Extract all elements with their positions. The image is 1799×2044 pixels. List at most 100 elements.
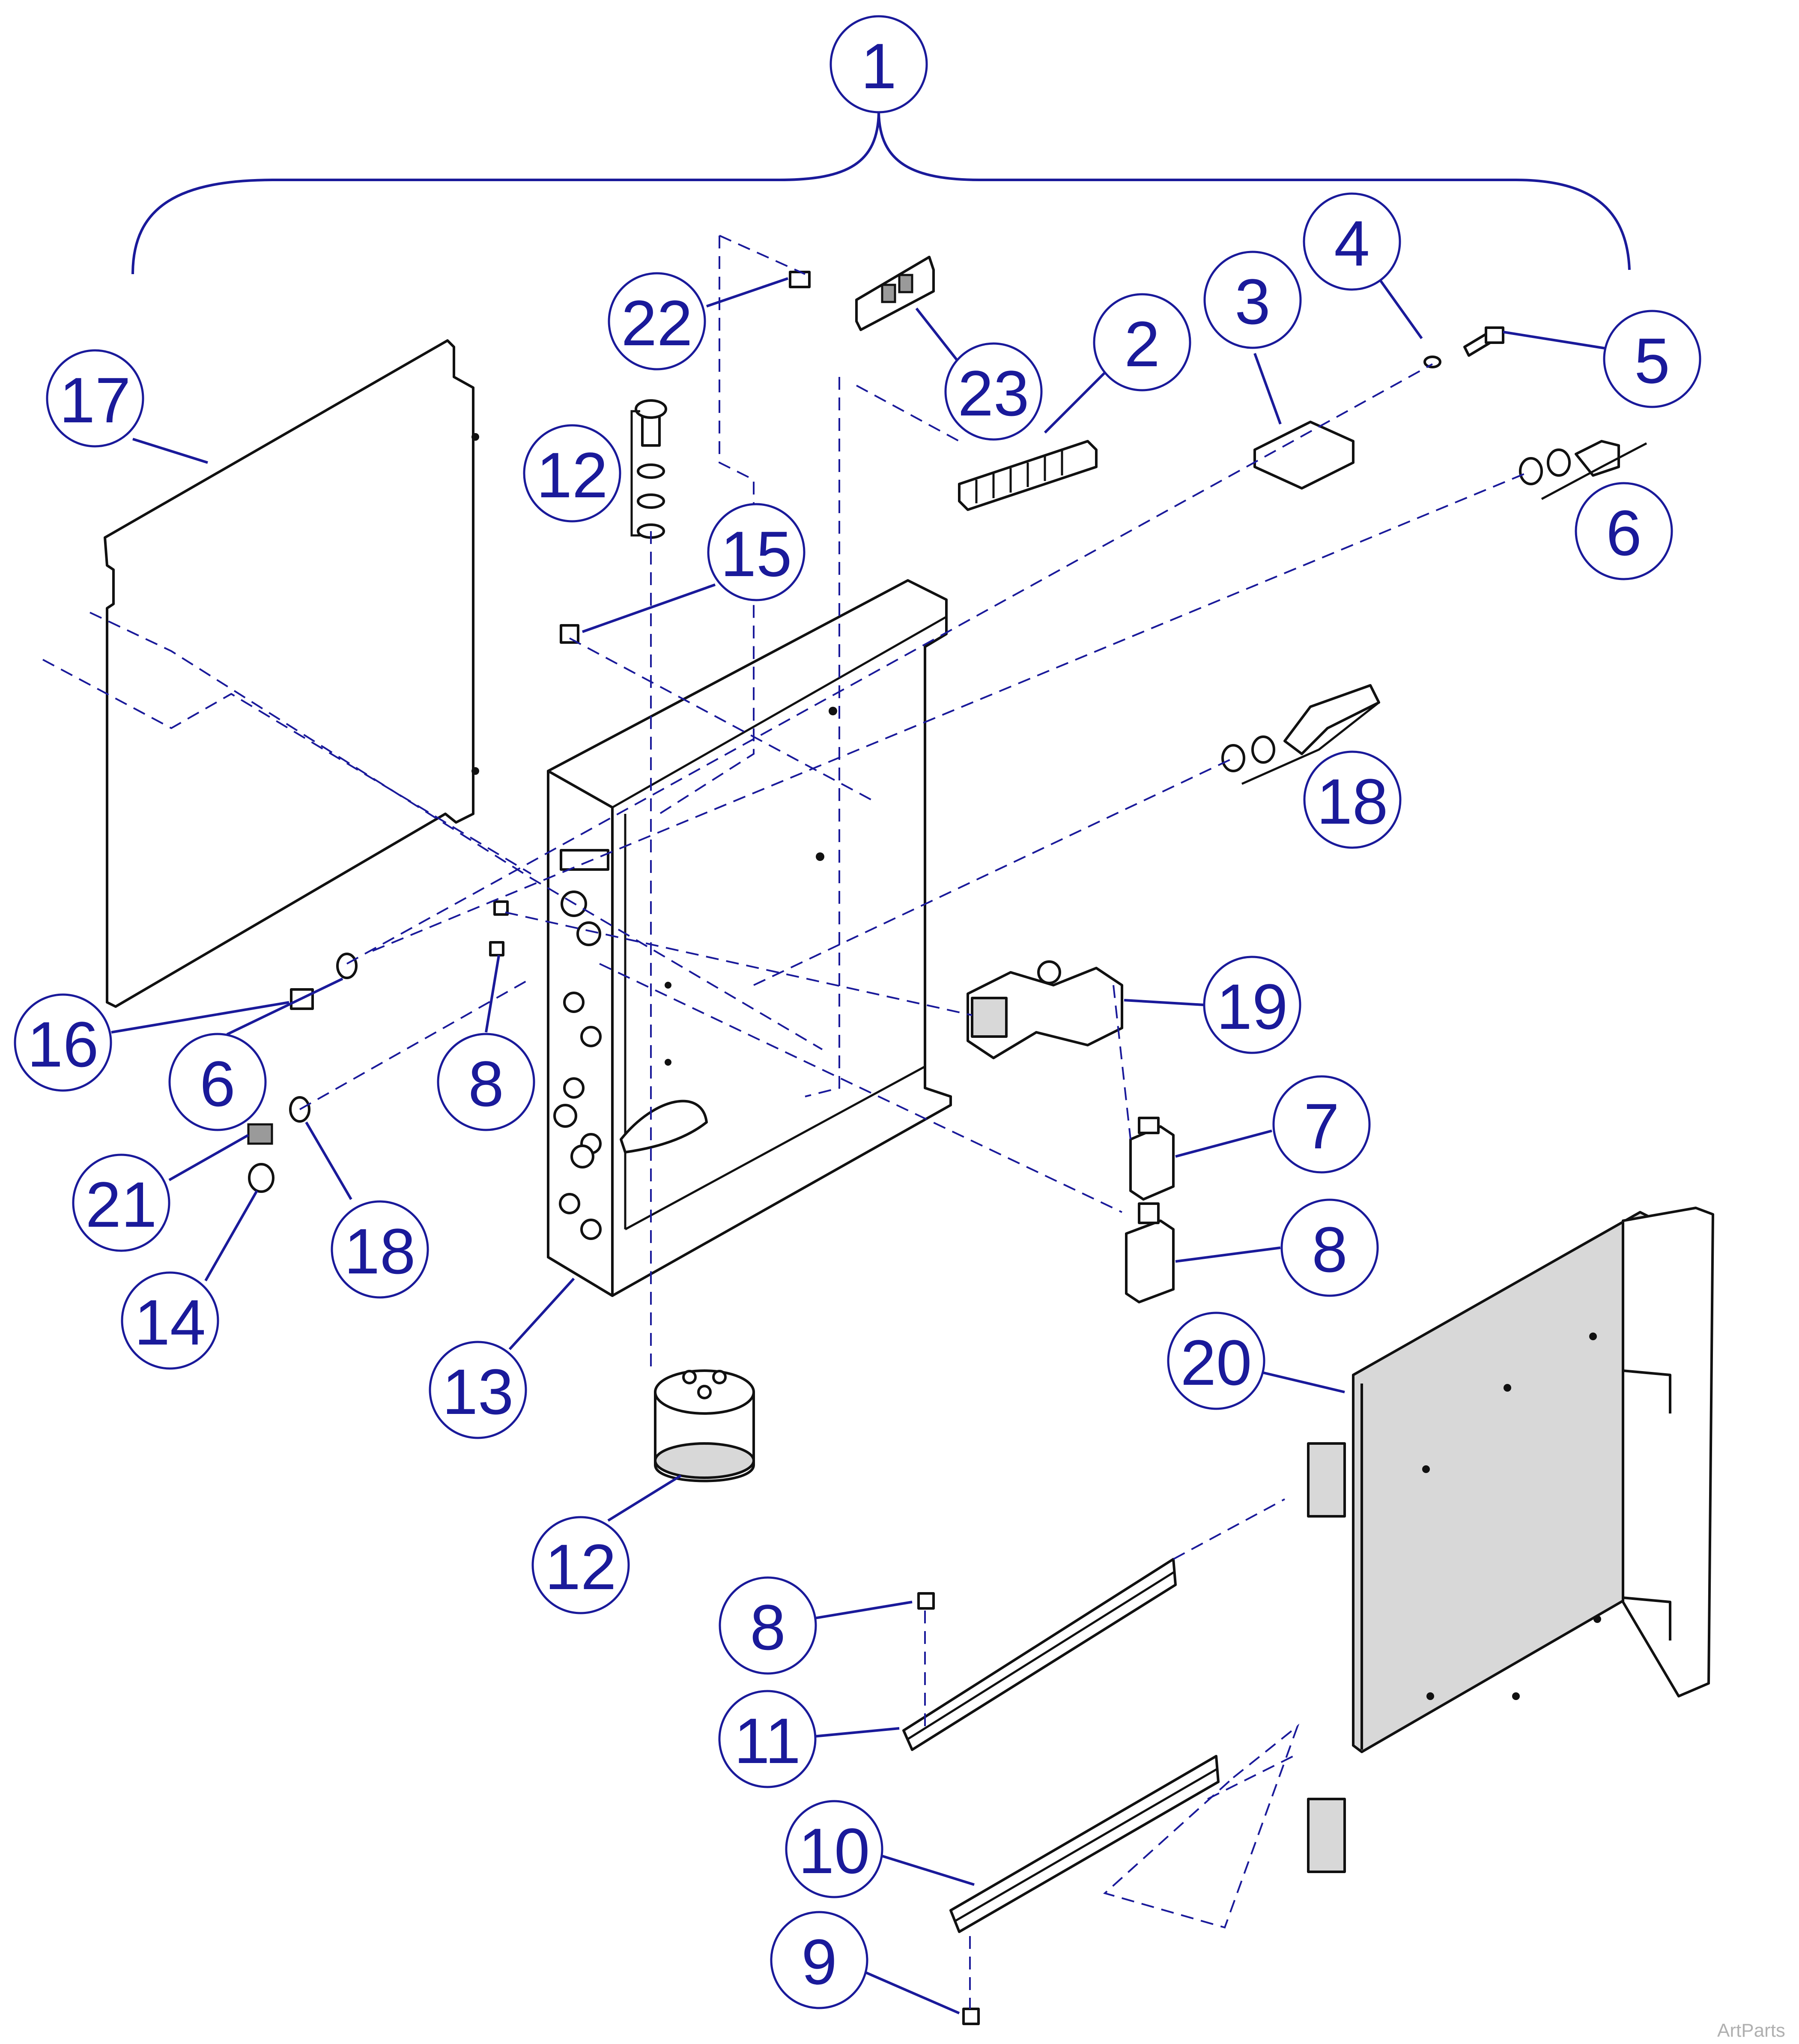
balloon-label: 11 [734,1705,801,1777]
assembly-brace [131,112,1631,275]
balloon-label: 20 [1181,1327,1252,1399]
switch-3 [1253,421,1354,490]
balloon-18: 18 [1303,750,1402,849]
balloon-circle [1272,1075,1371,1174]
screw-8c [917,1592,935,1610]
balloon-label: 12 [537,439,608,511]
balloon-22: 22 [608,272,706,371]
canister-12 [654,1369,755,1482]
balloon-circle [1280,1198,1379,1297]
slide-rail-11 [902,1558,1177,1751]
balloon-circle [331,1200,429,1299]
washer-6 [336,953,358,979]
balloon-11: 11 [718,1690,817,1788]
balloon-20: 20 [1167,1312,1265,1410]
balloon-circle [1303,750,1402,849]
balloon-circle [1575,482,1673,580]
assembly-lines [42,235,1531,2009]
bushing-21 [247,1123,273,1145]
balloon-7: 7 [1272,1075,1371,1174]
balloon-circle [944,342,1043,441]
artparts-watermark: ArtParts [1717,2020,1785,2041]
balloon-label: 6 [1606,497,1641,569]
balloon-label: 8 [1312,1213,1347,1285]
balloon-3: 3 [1203,251,1302,349]
screw-stack-12 [635,399,667,539]
balloon-label: 7 [1304,1090,1339,1162]
slide-rail-10 [949,1755,1220,1933]
balloon-circle [707,503,806,601]
bracket-6-top [1541,442,1647,500]
valve-stem-6 [1519,440,1620,485]
balloon-circle [1603,310,1701,408]
valve-assembly-19 [967,960,1123,1059]
balloon-18: 18 [331,1200,429,1299]
balloon-label: 8 [468,1048,504,1120]
balloon-circle [608,272,706,371]
balloon-circle [770,1911,868,2009]
balloon-label: 3 [1235,266,1270,338]
chassis-13 [547,579,952,1297]
balloon-13: 13 [429,1341,527,1439]
door-panel-20 [1307,1207,1714,1873]
balloon-label: 2 [1124,308,1160,380]
balloon-6: 6 [1575,482,1673,580]
terminal-strip-2 [958,440,1098,511]
balloon-label: 18 [1317,765,1388,837]
balloon-8: 8 [437,1033,535,1131]
balloon-10: 10 [785,1800,883,1898]
balloon-circle [121,1271,219,1370]
balloon-19: 19 [1203,956,1301,1054]
balloon-6: 6 [168,1033,267,1131]
valve-stem-18 [1221,684,1380,772]
balloon-12: 12 [523,424,621,523]
balloon-12: 12 [531,1516,630,1614]
balloon-circle [531,1516,630,1614]
screw-15 [560,624,579,644]
balloon-label: 9 [801,1926,837,1998]
balloon-label: 16 [27,1008,99,1080]
balloon-circle [718,1690,817,1788]
balloon-circle [1303,192,1401,291]
balloon-circle [1093,293,1191,391]
balloon-label: 1 [861,30,896,102]
balloon-label: 6 [200,1048,235,1120]
balloon-label: 12 [545,1531,617,1603]
side-panel-17 [104,339,479,1008]
balloon-label: 17 [60,364,131,436]
balloon-label: 4 [1334,207,1369,279]
balloon-circle [785,1800,883,1898]
balloon-8: 8 [1280,1198,1379,1297]
leader-lines [111,277,1611,2014]
balloon-16: 16 [14,993,112,1092]
balloon-circle [523,424,621,523]
balloon-15: 15 [707,503,806,601]
clip-22 [789,271,811,288]
balloon-label: 23 [958,357,1029,429]
manifold-block-7 [1129,1117,1175,1201]
balloon-label: 14 [134,1286,206,1358]
balloon-label: 19 [1217,971,1288,1043]
balloon-23: 23 [944,342,1043,441]
screw-9 [962,2008,980,2025]
balloon-label: 8 [750,1591,785,1663]
bracket-12 [630,410,640,537]
bracket-18-right [1241,702,1380,785]
balloon-label: 22 [621,287,693,359]
balloon-circle [719,1576,817,1675]
balloon-14: 14 [121,1271,219,1370]
balloon-label: 13 [442,1356,514,1428]
balloon-circle [72,1153,170,1252]
balloon-label: 5 [1634,325,1670,397]
balloon-circle [14,993,112,1092]
cap-14 [248,1163,274,1193]
screw-8b [489,941,504,956]
balloon-8: 8 [719,1576,817,1675]
balloon-circle [829,15,928,114]
balloon-circle [1203,956,1301,1054]
balloon-2: 2 [1093,293,1191,391]
balloon-9: 9 [770,1911,868,2009]
balloon-21: 21 [72,1153,170,1252]
